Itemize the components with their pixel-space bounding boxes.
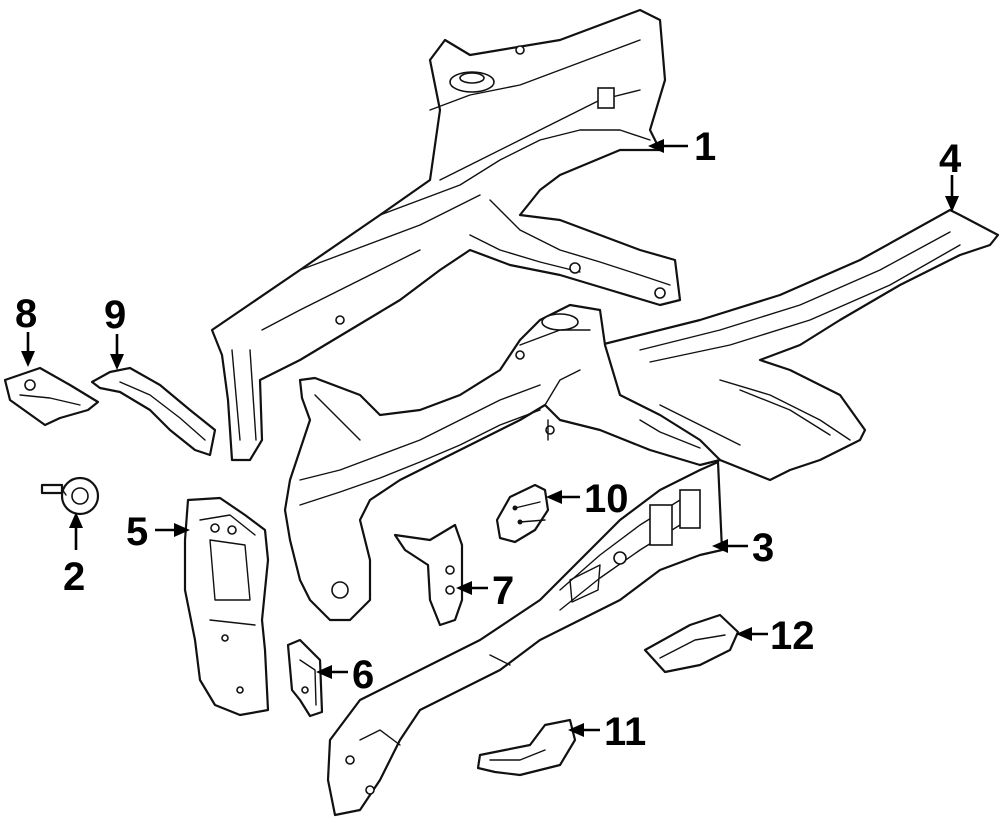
callout-5-label: 5 bbox=[126, 510, 148, 554]
callout-2: 2 bbox=[63, 512, 85, 599]
callout-12-label: 12 bbox=[770, 614, 815, 658]
callout-7-label: 7 bbox=[492, 569, 514, 613]
callout-11-label: 11 bbox=[604, 710, 646, 754]
callout-6: 6 bbox=[316, 653, 374, 697]
callout-9: 9 bbox=[104, 293, 126, 370]
part-8-small-bracket bbox=[3, 366, 100, 427]
part-2-grommet bbox=[40, 476, 100, 516]
callout-6-label: 6 bbox=[352, 653, 374, 697]
callout-4: 4 bbox=[939, 137, 962, 212]
part-9-brace bbox=[90, 366, 217, 457]
callout-11: 11 bbox=[568, 710, 646, 754]
callout-12: 12 bbox=[736, 614, 815, 658]
callout-10-label: 10 bbox=[584, 477, 629, 521]
part-6-small-bracket bbox=[286, 638, 324, 718]
callout-1: 1 bbox=[648, 125, 716, 169]
callout-7: 7 bbox=[456, 569, 514, 613]
callout-3-label: 3 bbox=[752, 526, 774, 570]
part-10-stud-plate bbox=[495, 483, 550, 544]
callout-9-label: 9 bbox=[104, 293, 126, 337]
callout-5: 5 bbox=[126, 510, 190, 554]
callout-1-label: 1 bbox=[694, 125, 716, 169]
part-12-tray bbox=[643, 613, 740, 674]
callout-8-label: 8 bbox=[15, 292, 37, 336]
part-11-bracket bbox=[476, 718, 577, 777]
part-5-bracket-panel bbox=[183, 496, 270, 717]
part-3-lower-apron bbox=[326, 460, 724, 817]
part-1-upper-apron-assembly bbox=[210, 8, 682, 462]
callout-3: 3 bbox=[712, 526, 774, 570]
callout-10: 10 bbox=[546, 477, 629, 521]
part-7-bracket bbox=[393, 523, 464, 627]
callout-4-label: 4 bbox=[939, 137, 962, 181]
callout-8: 8 bbox=[15, 292, 37, 367]
callout-2-label: 2 bbox=[63, 555, 85, 599]
lower-front-rail bbox=[283, 303, 722, 622]
